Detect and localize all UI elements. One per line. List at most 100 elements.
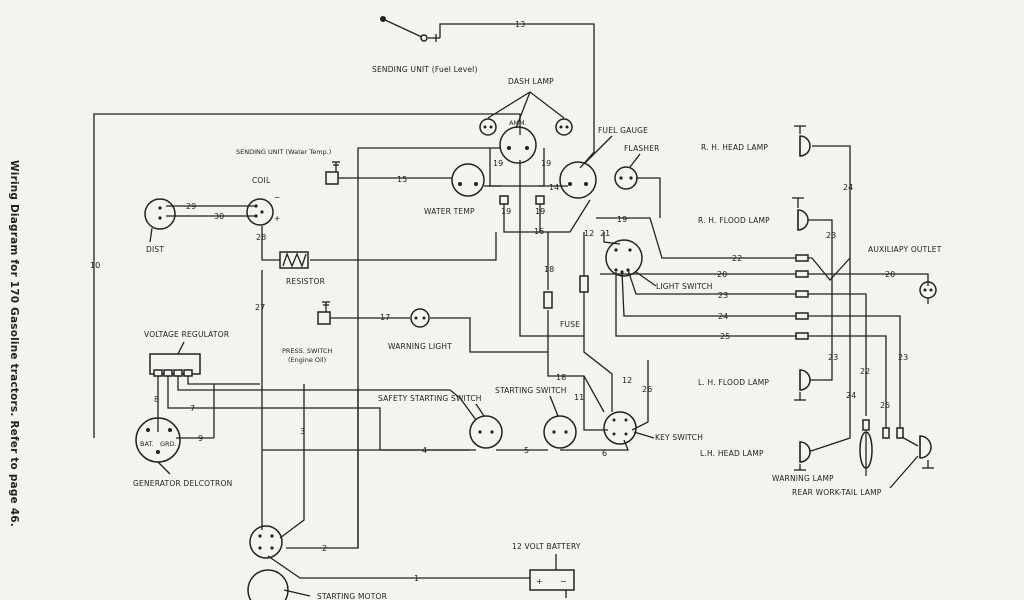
wire-fuse-bus <box>519 160 584 337</box>
warning-light: WARNING LIGHT <box>388 308 452 351</box>
label-key-switch: KEY SWITCH <box>655 433 703 442</box>
wire-label-20b: 20 <box>885 270 895 279</box>
wire-25 <box>615 272 812 337</box>
wire-label-15: 15 <box>397 175 407 184</box>
fuel-gauge: FUEL GAUGE <box>559 126 648 199</box>
wire-label-22: 22 <box>732 254 742 263</box>
wire-label-19d: 19 <box>535 207 545 216</box>
wire-label-16: 16 <box>534 227 544 236</box>
label-light-switch: LIGHT SWITCH <box>656 282 713 291</box>
flasher: FLASHER <box>614 144 659 190</box>
connectors <box>499 195 904 439</box>
wire-label-6: 6 <box>602 449 607 458</box>
pressure-switch: PRESS. SWITCH (Engine Oil) <box>282 301 333 364</box>
label-generator: GENERATOR DELCOTRON <box>133 479 232 488</box>
water-temp-sending-unit: SENDING UNIT (Water Temp.) <box>236 148 346 185</box>
battery-12v: + − 12 VOLT BATTERY <box>512 542 581 598</box>
diagram-caption: Wiring Diagram for 170 Gasoline tractors… <box>8 160 20 527</box>
label-rh-head-lamp: R. H. HEAD LAMP <box>701 143 768 152</box>
label-gen-grd: GRD. <box>160 440 177 448</box>
label-rh-flood-lamp: R. H. FLOOD LAMP <box>698 216 770 225</box>
wire-23 <box>627 269 812 295</box>
wire-1 <box>267 555 530 579</box>
label-rear-work-tail-lamp: REAR WORK-TAIL LAMP <box>792 488 882 497</box>
wire-16-left <box>503 196 540 233</box>
label-starting-switch: STARTING SWITCH <box>495 386 567 395</box>
rear-work-tail-lamp: REAR WORK-TAIL LAMP <box>792 435 934 497</box>
safety-starting-switch: SAFETY STARTING SWITCH <box>378 394 503 449</box>
wire-label-7: 7 <box>190 404 195 413</box>
label-auxiliary-outlet: AUXILIAPY OUTLET <box>868 245 942 254</box>
wire-label-4: 4 <box>422 446 427 455</box>
wire-resistor-bus <box>310 232 497 261</box>
coil: COIL − + <box>246 176 280 226</box>
wire-dash-bus <box>357 147 500 268</box>
label-dash-lamp: DASH LAMP <box>508 77 554 86</box>
wire-label-11: 11 <box>574 393 584 402</box>
dash-lamp-right <box>555 118 573 136</box>
wire-label-19e: 19 <box>617 215 627 224</box>
wire-label-18b: 18 <box>556 373 566 382</box>
label-lh-head-lamp: L.H. HEAD LAMP <box>700 449 764 458</box>
voltage-regulator: VOLTAGE REGULATOR <box>144 330 229 377</box>
wire-reg-bat <box>177 376 477 421</box>
label-fuel-gauge: FUEL GAUGE <box>598 126 648 135</box>
wire-label-5: 5 <box>524 446 529 455</box>
fuel-sending-unit: SENDING UNIT (Fuel Level) <box>372 16 478 74</box>
label-voltage-regulator: VOLTAGE REGULATOR <box>144 330 229 339</box>
wire-label-20a: 20 <box>717 270 727 279</box>
wire-28 <box>261 226 280 261</box>
water-temp-gauge: WATER TEMP <box>424 163 485 216</box>
label-sending-unit-fuel: SENDING UNIT (Fuel Level) <box>372 65 478 74</box>
wire-25-right <box>812 335 887 436</box>
key-switch: KEY SWITCH <box>603 411 703 445</box>
wire-18 <box>547 310 605 413</box>
label-dist: DIST <box>146 245 164 254</box>
wire-label-24a: 24 <box>718 312 728 321</box>
wire-23-rear <box>812 315 919 447</box>
lh-flood-lamp: L. H. FLOOD LAMP <box>698 369 811 401</box>
svg-text:−: − <box>560 577 567 586</box>
distributor: DIST <box>144 198 176 254</box>
label-resistor: RESISTOR <box>286 277 325 286</box>
wire-23-right <box>808 219 833 381</box>
wire-label-28: 28 <box>256 233 266 242</box>
wire-label-27: 27 <box>255 303 265 312</box>
wire-22-cross <box>811 257 851 281</box>
wire-label-2: 2 <box>322 544 327 553</box>
starter-solenoid <box>249 525 283 559</box>
wire-label-17: 17 <box>380 313 390 322</box>
wire-22 <box>596 217 812 259</box>
label-gen-bat: BAT. <box>140 440 154 448</box>
fuel-sender-arm <box>384 19 425 39</box>
label-coil: COIL <box>252 176 271 185</box>
wire-7 <box>167 376 470 451</box>
wire-label-19c: 19 <box>501 207 511 216</box>
label-press-switch-sub: (Engine Oil) <box>288 356 326 364</box>
wire-label-23d: 23 <box>898 353 908 362</box>
wire-label-13: 13 <box>515 20 525 29</box>
fuses: FUSE <box>543 275 589 329</box>
wire-label-25b: 25 <box>880 401 890 410</box>
label-press-switch: PRESS. SWITCH <box>282 347 333 355</box>
wire-13 <box>439 23 595 169</box>
generator-delcotron: BAT. GRD. GENERATOR DELCOTRON <box>133 417 232 488</box>
wire-24 <box>621 271 812 317</box>
wire-label-26: 26 <box>642 385 652 394</box>
label-warning-lamp: WARNING LAMP <box>772 474 834 483</box>
wire-label-9: 9 <box>198 434 203 443</box>
wire-label-19a: 19 <box>493 159 503 168</box>
wire-17 <box>430 317 548 353</box>
wire-12 <box>583 232 613 412</box>
label-water-temp: WATER TEMP <box>424 207 475 216</box>
label-safety-starting-switch: SAFETY STARTING SWITCH <box>378 394 482 403</box>
lh-head-lamp: L.H. HEAD LAMP <box>700 441 811 471</box>
wire-label-10: 10 <box>90 261 100 270</box>
wire-label-12b: 12 <box>622 376 632 385</box>
label-fuse: FUSE <box>560 320 580 329</box>
label-starting-motor: STARTING MOTOR <box>317 592 387 600</box>
wire-label-23c: 23 <box>828 353 838 362</box>
warning-lamp: WARNING LAMP <box>772 431 873 483</box>
